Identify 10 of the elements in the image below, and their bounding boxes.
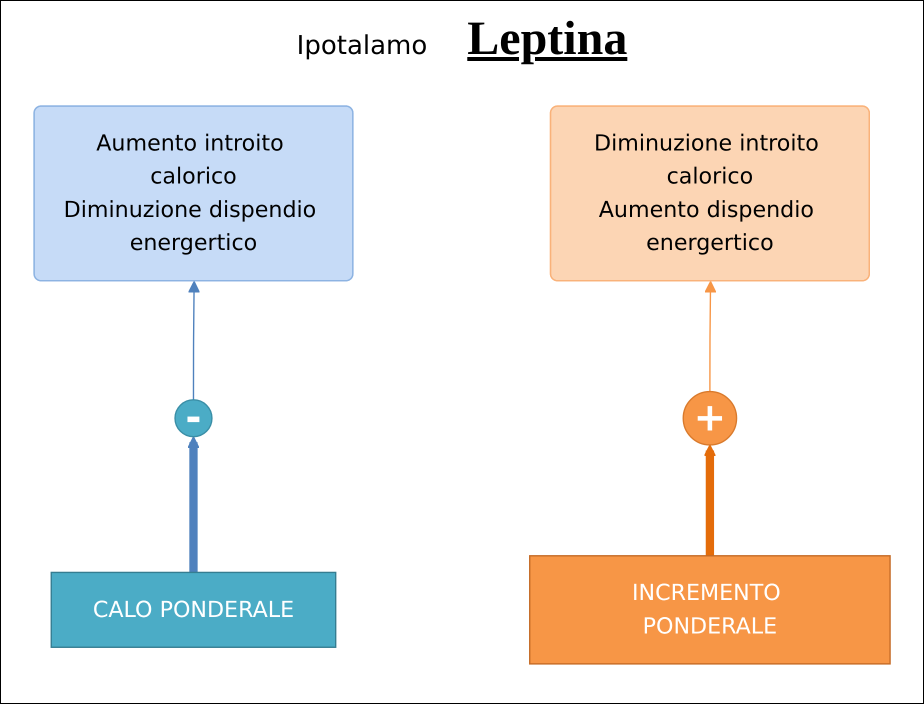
node-box: CALO PONDERALE — [50, 571, 336, 648]
label-text: Ipotalamo — [296, 31, 428, 61]
arrow — [704, 444, 716, 556]
arrow — [187, 436, 200, 572]
arrow — [188, 280, 200, 400]
heading-text: Leptina — [467, 11, 628, 66]
node-circle: - — [174, 398, 213, 437]
node-box: INCREMENTO PONDERALE — [528, 554, 891, 664]
arrow — [704, 280, 716, 392]
node-circle: + — [682, 390, 738, 446]
